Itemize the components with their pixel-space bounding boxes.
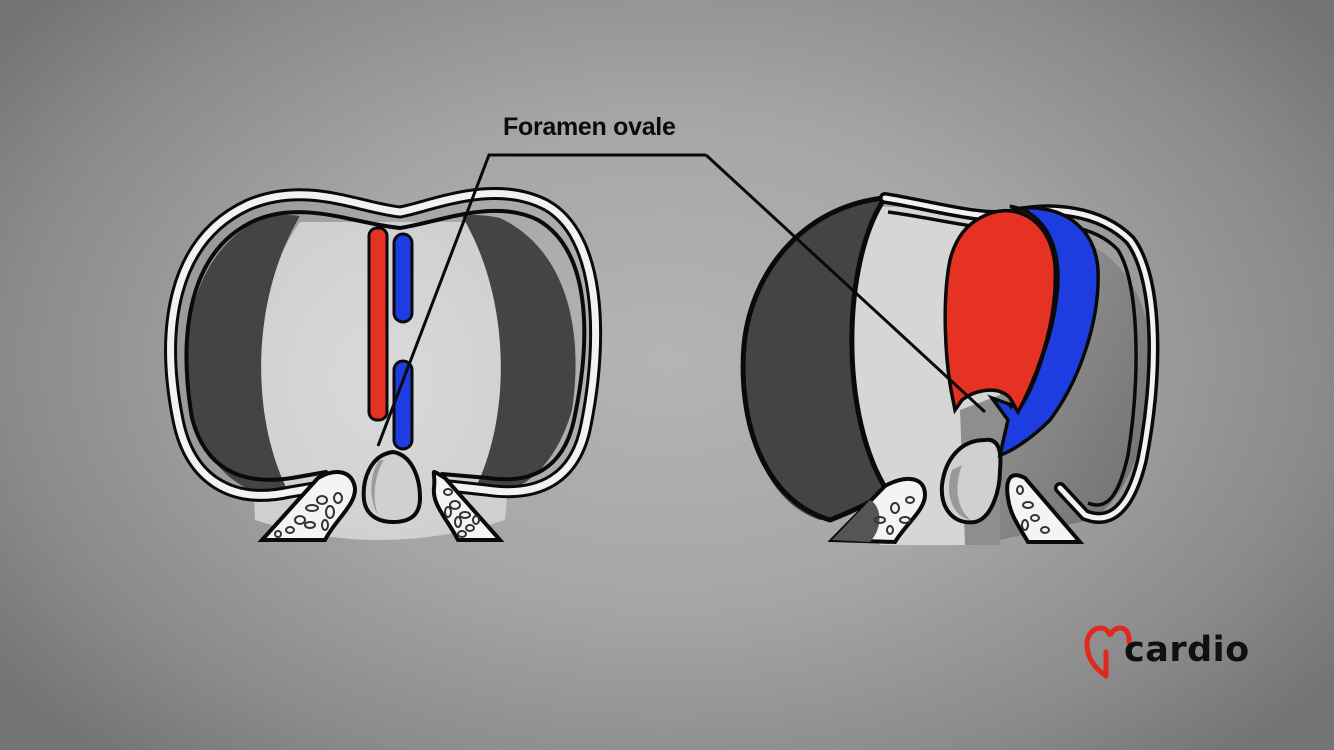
logo-wordmark: cardio xyxy=(1124,630,1250,670)
bone-trabeculae-left xyxy=(274,492,343,538)
foramen-ovale-label: Foramen ovale xyxy=(503,113,676,141)
right-rib-bone-right-panel xyxy=(1005,473,1085,544)
septum-primum-red-flap xyxy=(943,208,1058,416)
septum-primum-red xyxy=(367,226,389,422)
leader-line-left xyxy=(376,153,706,447)
left-lung-cavity xyxy=(186,214,300,496)
dark-cavity-right-panel xyxy=(744,195,890,520)
heart-i-icon xyxy=(1084,625,1132,679)
annotation-leader-lines xyxy=(376,153,987,447)
right-lung-cavity xyxy=(462,214,576,496)
icardio-logo: cardio xyxy=(1084,622,1254,686)
right-cross-section xyxy=(740,192,1160,546)
bone-trabeculae-right-panel xyxy=(874,485,1050,535)
leader-line-right xyxy=(704,153,987,414)
bone-trabeculae-right xyxy=(443,488,480,538)
septum-secundum-lower-blue xyxy=(392,359,414,451)
septum-secundum-upper-blue xyxy=(392,232,414,324)
left-cross-section xyxy=(164,186,603,542)
